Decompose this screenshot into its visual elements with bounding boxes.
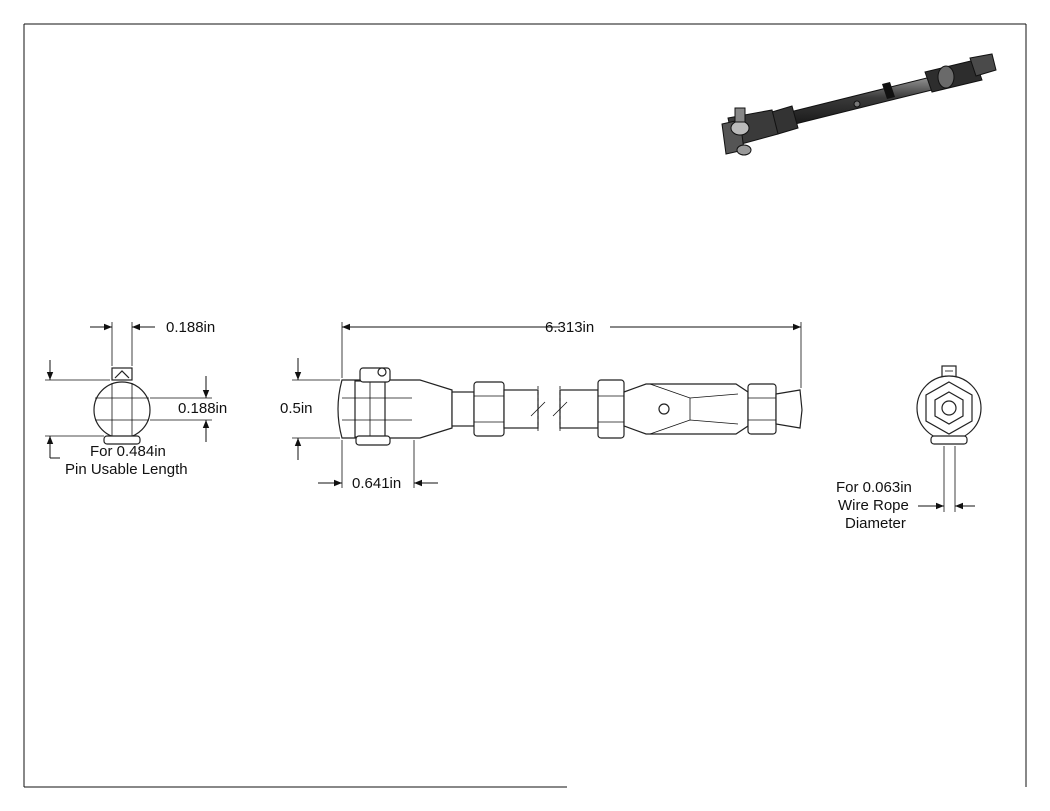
jaw-height-label: 0.5in (280, 400, 313, 417)
end-width-label: 0.188in (166, 319, 215, 336)
pin-note-line1: For 0.484in (90, 443, 166, 460)
jaw-length-label: 0.641in (352, 475, 401, 492)
side-view (292, 322, 803, 488)
isometric-render (721, 53, 997, 156)
rope-note-line2: Wire Rope (838, 497, 909, 514)
right-end-view (916, 365, 982, 512)
rope-note-line3: Diameter (845, 515, 906, 532)
pin-note-line2: Pin Usable Length (65, 461, 188, 478)
sheet-border (23, 23, 1027, 788)
left-end-view (45, 322, 212, 459)
end-height-label: 0.188in (178, 400, 227, 417)
rope-note-line1: For 0.063in (836, 479, 912, 496)
overall-length-label: 6.313in (545, 319, 594, 336)
